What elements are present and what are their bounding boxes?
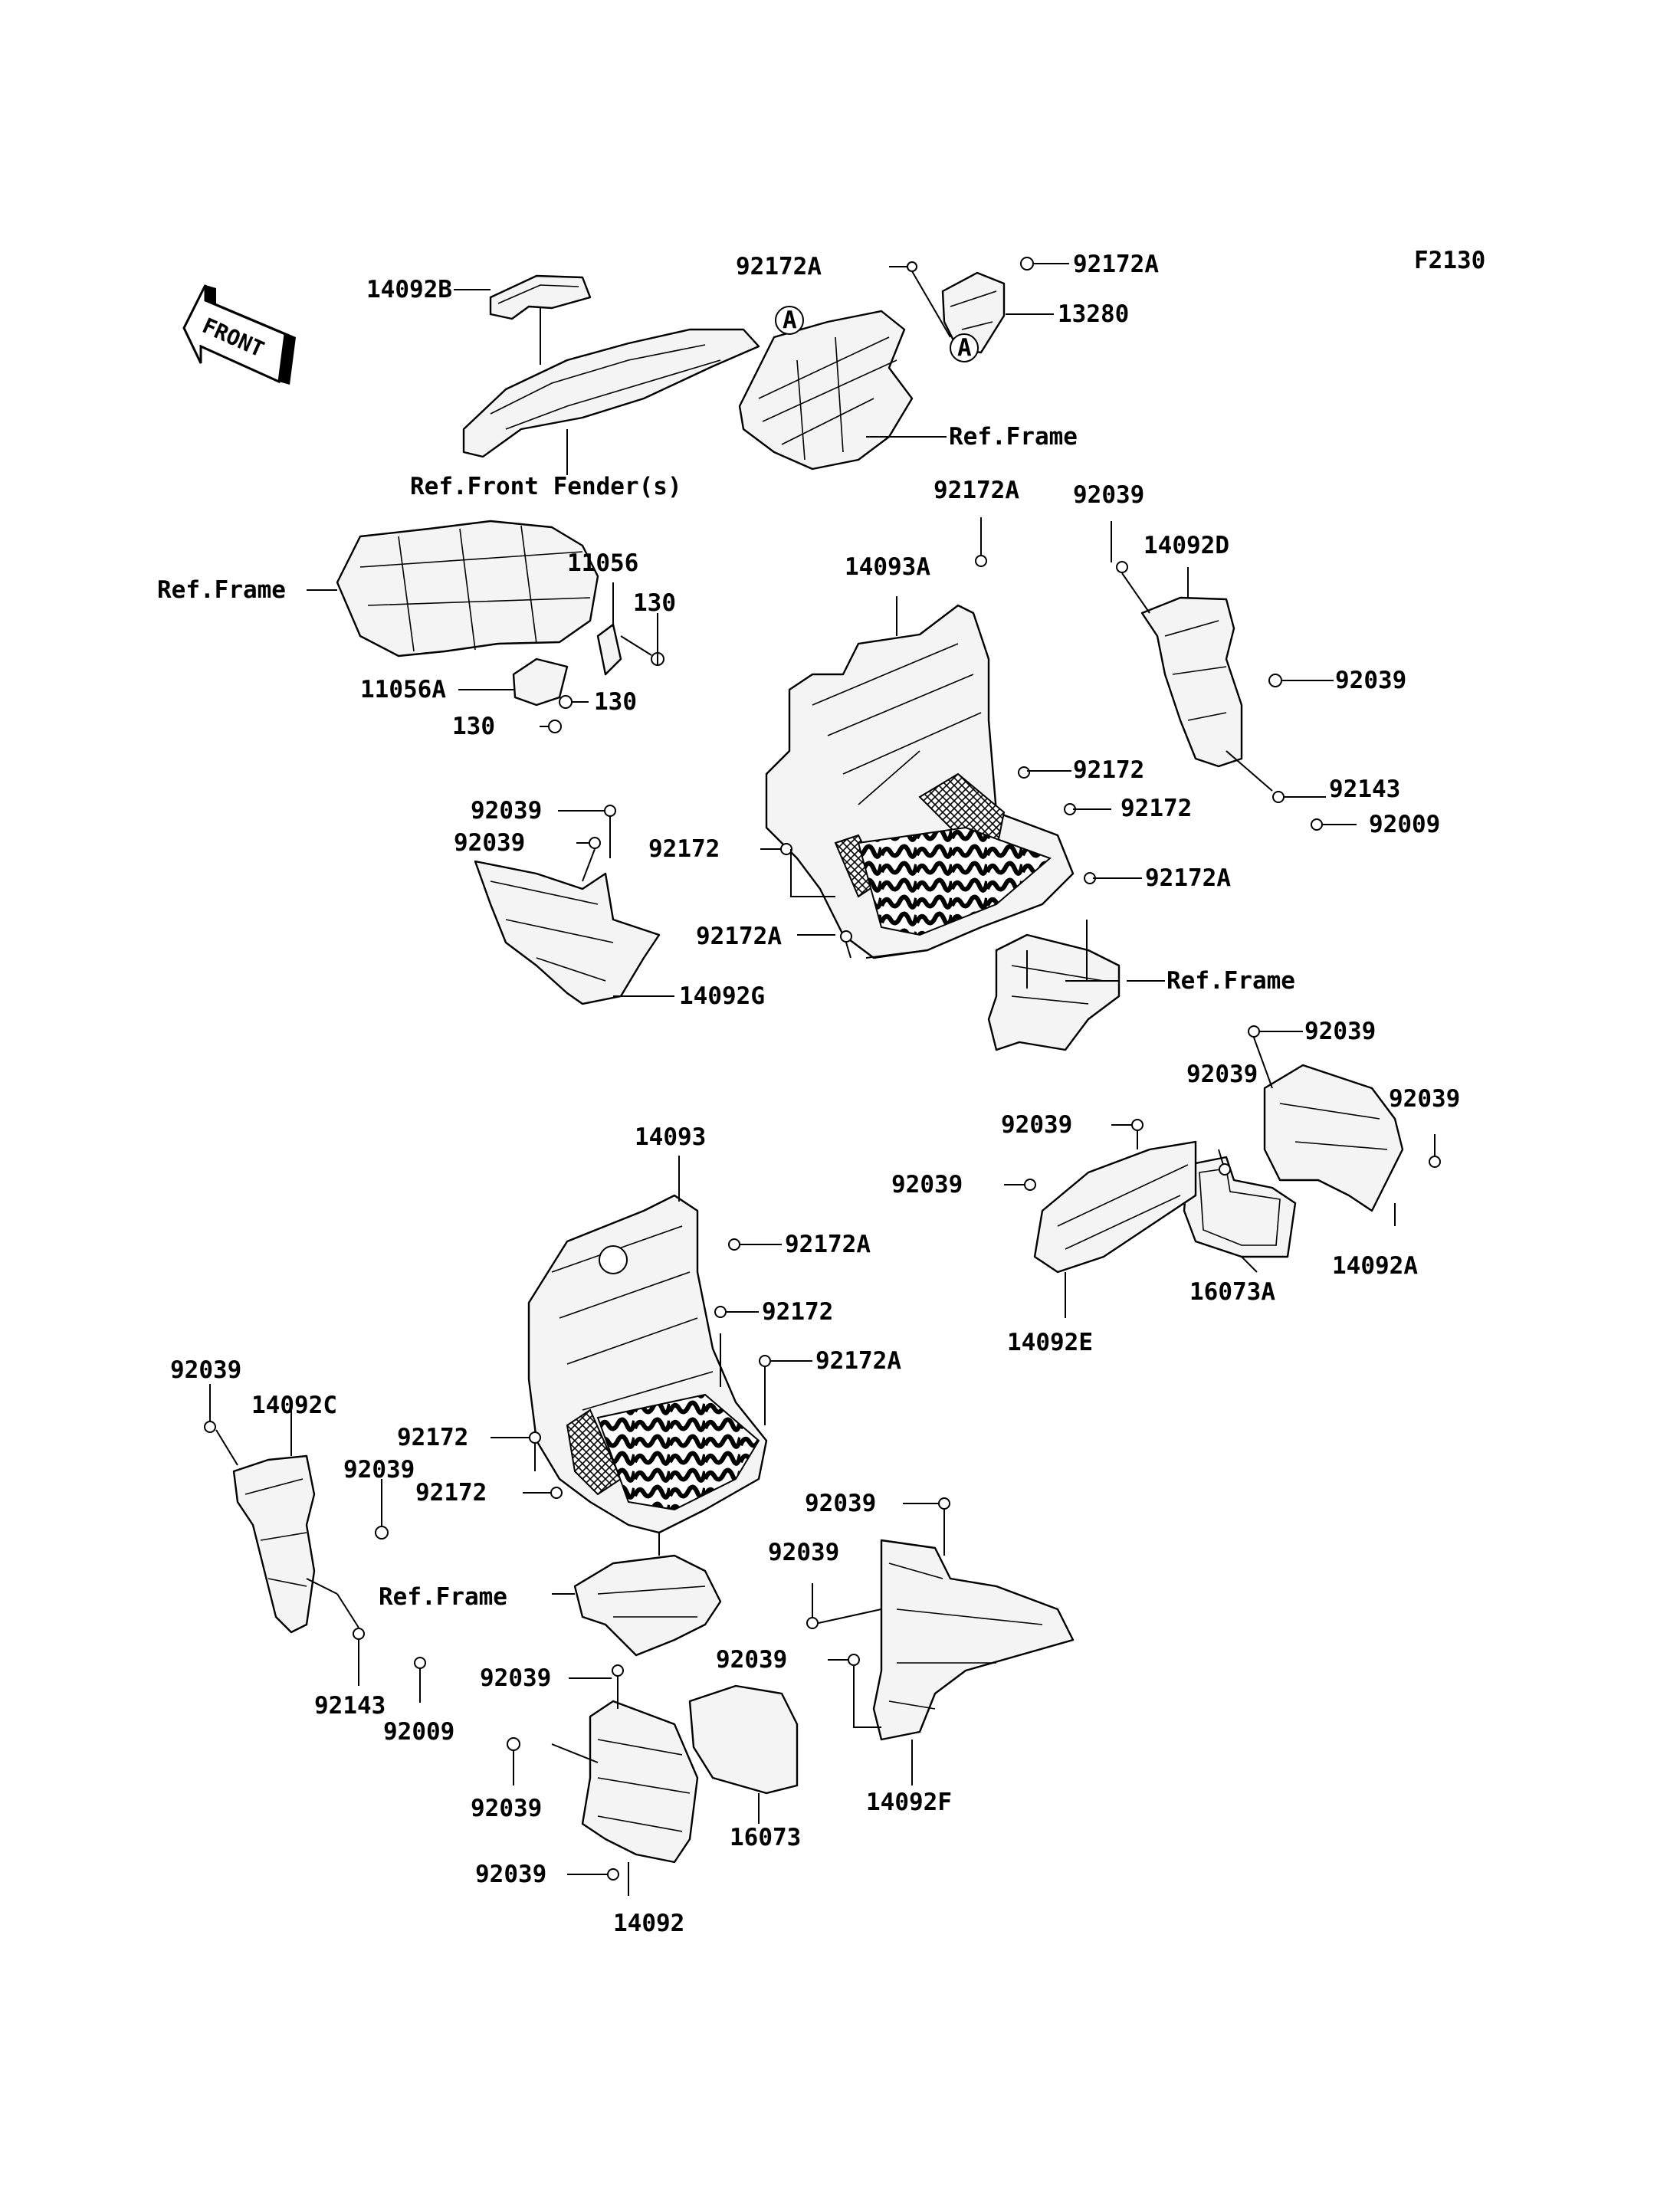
label-92172-e: 92172 bbox=[397, 1424, 468, 1451]
part-11056 bbox=[596, 623, 622, 676]
label-92039-n: 92039 bbox=[716, 1646, 787, 1674]
part-14092A-group bbox=[1004, 1025, 1441, 1318]
label-11056A: 11056A bbox=[360, 676, 446, 703]
label-92039-h: 92039 bbox=[1001, 1111, 1072, 1139]
label-ref-front-fender: Ref.Front Fender(s) bbox=[410, 473, 682, 500]
label-16073A: 16073A bbox=[1189, 1278, 1275, 1306]
label-92039-q: 92039 bbox=[475, 1861, 546, 1888]
label-14092C: 14092C bbox=[251, 1392, 337, 1419]
label-14092A: 14092A bbox=[1332, 1252, 1418, 1280]
label-92039-d: 92039 bbox=[454, 829, 525, 857]
label-ref-frame-3: Ref.Frame bbox=[1166, 967, 1295, 995]
label-92039-f: 92039 bbox=[1186, 1061, 1258, 1088]
label-92039-l: 92039 bbox=[805, 1490, 876, 1517]
label-92172-d: 92172 bbox=[762, 1298, 833, 1326]
label-92039-e: 92039 bbox=[1304, 1018, 1376, 1045]
label-92172A-a: 92172A bbox=[934, 477, 1019, 504]
part-14092-group bbox=[507, 1664, 799, 1896]
label-ref-frame-2: Ref.Frame bbox=[157, 576, 286, 604]
frame-11056-group bbox=[307, 520, 664, 733]
label-ref-frame-1: Ref.Frame bbox=[949, 423, 1078, 451]
label-92039-p: 92039 bbox=[471, 1795, 542, 1822]
label-130-b: 130 bbox=[594, 688, 637, 716]
label-92039-k: 92039 bbox=[343, 1456, 415, 1484]
part-14092C-group bbox=[204, 1384, 426, 1703]
label-92172-c: 92172 bbox=[648, 835, 720, 863]
label-92172A-c: 92172A bbox=[696, 923, 782, 950]
floor-14093A-group bbox=[760, 517, 1165, 1051]
label-11056: 11056 bbox=[567, 549, 638, 577]
label-16073: 16073 bbox=[730, 1824, 801, 1851]
label-ref-frame-4: Ref.Frame bbox=[379, 1583, 507, 1611]
label-92009-a: 92009 bbox=[1369, 811, 1440, 838]
label-14092E: 14092E bbox=[1007, 1329, 1093, 1356]
label-92172-a: 92172 bbox=[1073, 756, 1144, 784]
floor-mat-14093 bbox=[596, 1393, 760, 1511]
label-92039-j: 92039 bbox=[170, 1356, 241, 1384]
label-92172A-e: 92172A bbox=[815, 1347, 901, 1375]
label-92172A-top-1: 92172A bbox=[736, 253, 822, 280]
label-92039-a: 92039 bbox=[1073, 481, 1144, 509]
part-14092A bbox=[1263, 1064, 1404, 1212]
part-14092C bbox=[232, 1454, 316, 1634]
part-14092F bbox=[872, 1539, 1075, 1741]
part-14092G-group bbox=[474, 805, 674, 1005]
label-14092B: 14092B bbox=[366, 276, 452, 303]
front-arrow-icon: FRONT bbox=[182, 284, 296, 385]
part-11056A bbox=[512, 657, 569, 707]
label-92039-m: 92039 bbox=[768, 1539, 839, 1566]
label-92009-b: 92009 bbox=[383, 1718, 454, 1746]
label-14093: 14093 bbox=[635, 1123, 706, 1151]
label-14093A: 14093A bbox=[845, 553, 930, 581]
label-92039-i: 92039 bbox=[891, 1171, 963, 1199]
label-92039-g: 92039 bbox=[1389, 1085, 1460, 1113]
label-130-c: 130 bbox=[452, 713, 495, 740]
frame-ref-under-14093A bbox=[987, 933, 1121, 1051]
part-14092D bbox=[1140, 596, 1243, 768]
floor-mat-14093A bbox=[857, 826, 1052, 936]
ref-marker-a-2: A bbox=[957, 334, 972, 362]
mesh-panel-14093 bbox=[566, 1408, 622, 1496]
label-92172-b: 92172 bbox=[1121, 795, 1192, 822]
label-14092G: 14092G bbox=[679, 982, 765, 1010]
label-92039-c: 92039 bbox=[471, 797, 542, 825]
label-13280: 13280 bbox=[1058, 300, 1129, 328]
label-14092F: 14092F bbox=[866, 1789, 952, 1816]
part-14092F-group bbox=[806, 1497, 1075, 1785]
frame-ref-top bbox=[738, 310, 914, 471]
part-13280 bbox=[941, 271, 1006, 354]
part-14092 bbox=[581, 1700, 699, 1864]
label-92039-o: 92039 bbox=[480, 1664, 551, 1692]
label-92039-b: 92039 bbox=[1335, 667, 1406, 694]
label-14092D: 14092D bbox=[1144, 532, 1229, 559]
figure-code: F2130 bbox=[1414, 247, 1485, 274]
frame-13280-group: A A bbox=[738, 257, 1069, 471]
label-92172-f: 92172 bbox=[415, 1479, 487, 1507]
part-14092D-group bbox=[1111, 521, 1357, 831]
front-fender-group bbox=[462, 274, 760, 475]
label-14092: 14092 bbox=[613, 1910, 684, 1937]
label-92172A-b: 92172A bbox=[1145, 864, 1231, 892]
floor-14093-group bbox=[491, 1156, 812, 1657]
part-16073 bbox=[688, 1684, 799, 1795]
label-92143-a: 92143 bbox=[1329, 776, 1400, 803]
label-92143-b: 92143 bbox=[314, 1692, 386, 1720]
label-92172A-d: 92172A bbox=[785, 1231, 871, 1258]
label-130-a: 130 bbox=[633, 589, 676, 617]
part-14092E bbox=[1033, 1140, 1197, 1274]
ref-marker-a-1: A bbox=[783, 307, 797, 334]
label-92172A-top-2: 92172A bbox=[1073, 251, 1159, 278]
frame-ref-under-14093 bbox=[573, 1554, 722, 1657]
